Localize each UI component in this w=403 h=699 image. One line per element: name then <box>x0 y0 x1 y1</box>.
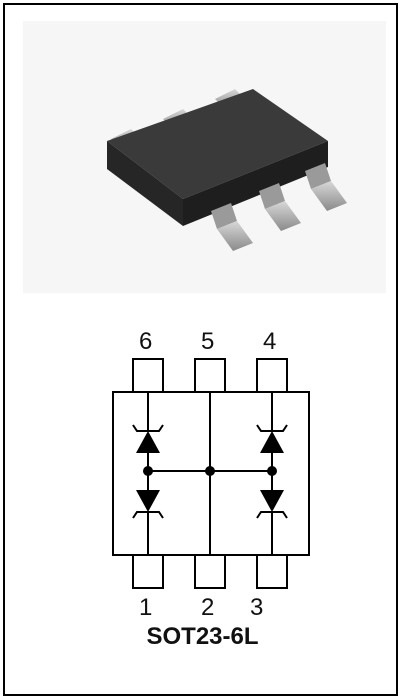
pin-label-1: 1 <box>139 594 153 621</box>
zener-diode-left-bottom <box>132 490 164 519</box>
sot23-package-illustration <box>107 89 347 251</box>
zener-diode-right-bottom <box>256 490 288 519</box>
pinout-schematic <box>112 358 310 589</box>
front-lead-3 <box>305 163 347 211</box>
pin-pad-2 <box>194 554 226 589</box>
front-lead-2 <box>259 183 301 231</box>
pin-label-4: 4 <box>263 328 277 355</box>
pin-pad-4 <box>256 358 288 393</box>
zener-diode-right-top <box>256 424 288 453</box>
package-image <box>23 21 386 293</box>
pin-pad-6 <box>132 358 164 393</box>
pin-label-3: 3 <box>250 594 264 621</box>
junction-dot-right <box>267 466 277 476</box>
package-body-front <box>107 141 183 226</box>
pin-label-2: 2 <box>201 594 215 621</box>
package-body-side <box>183 141 328 226</box>
package-name: SOT23-6L <box>146 623 259 650</box>
pin-pad-1 <box>132 554 164 589</box>
zener-diode-left-top <box>132 424 164 453</box>
pin-pad-3 <box>256 554 288 589</box>
component-card: 6 5 4 1 2 3 SOT23-6L <box>3 3 398 696</box>
junction-dot-center <box>205 466 215 476</box>
pin-label-5: 5 <box>201 328 215 355</box>
package-body-top <box>107 89 328 199</box>
pin-pad-5 <box>194 358 226 393</box>
junction-dot-left <box>143 466 153 476</box>
front-lead-1 <box>211 203 253 251</box>
pin-label-6: 6 <box>139 328 153 355</box>
